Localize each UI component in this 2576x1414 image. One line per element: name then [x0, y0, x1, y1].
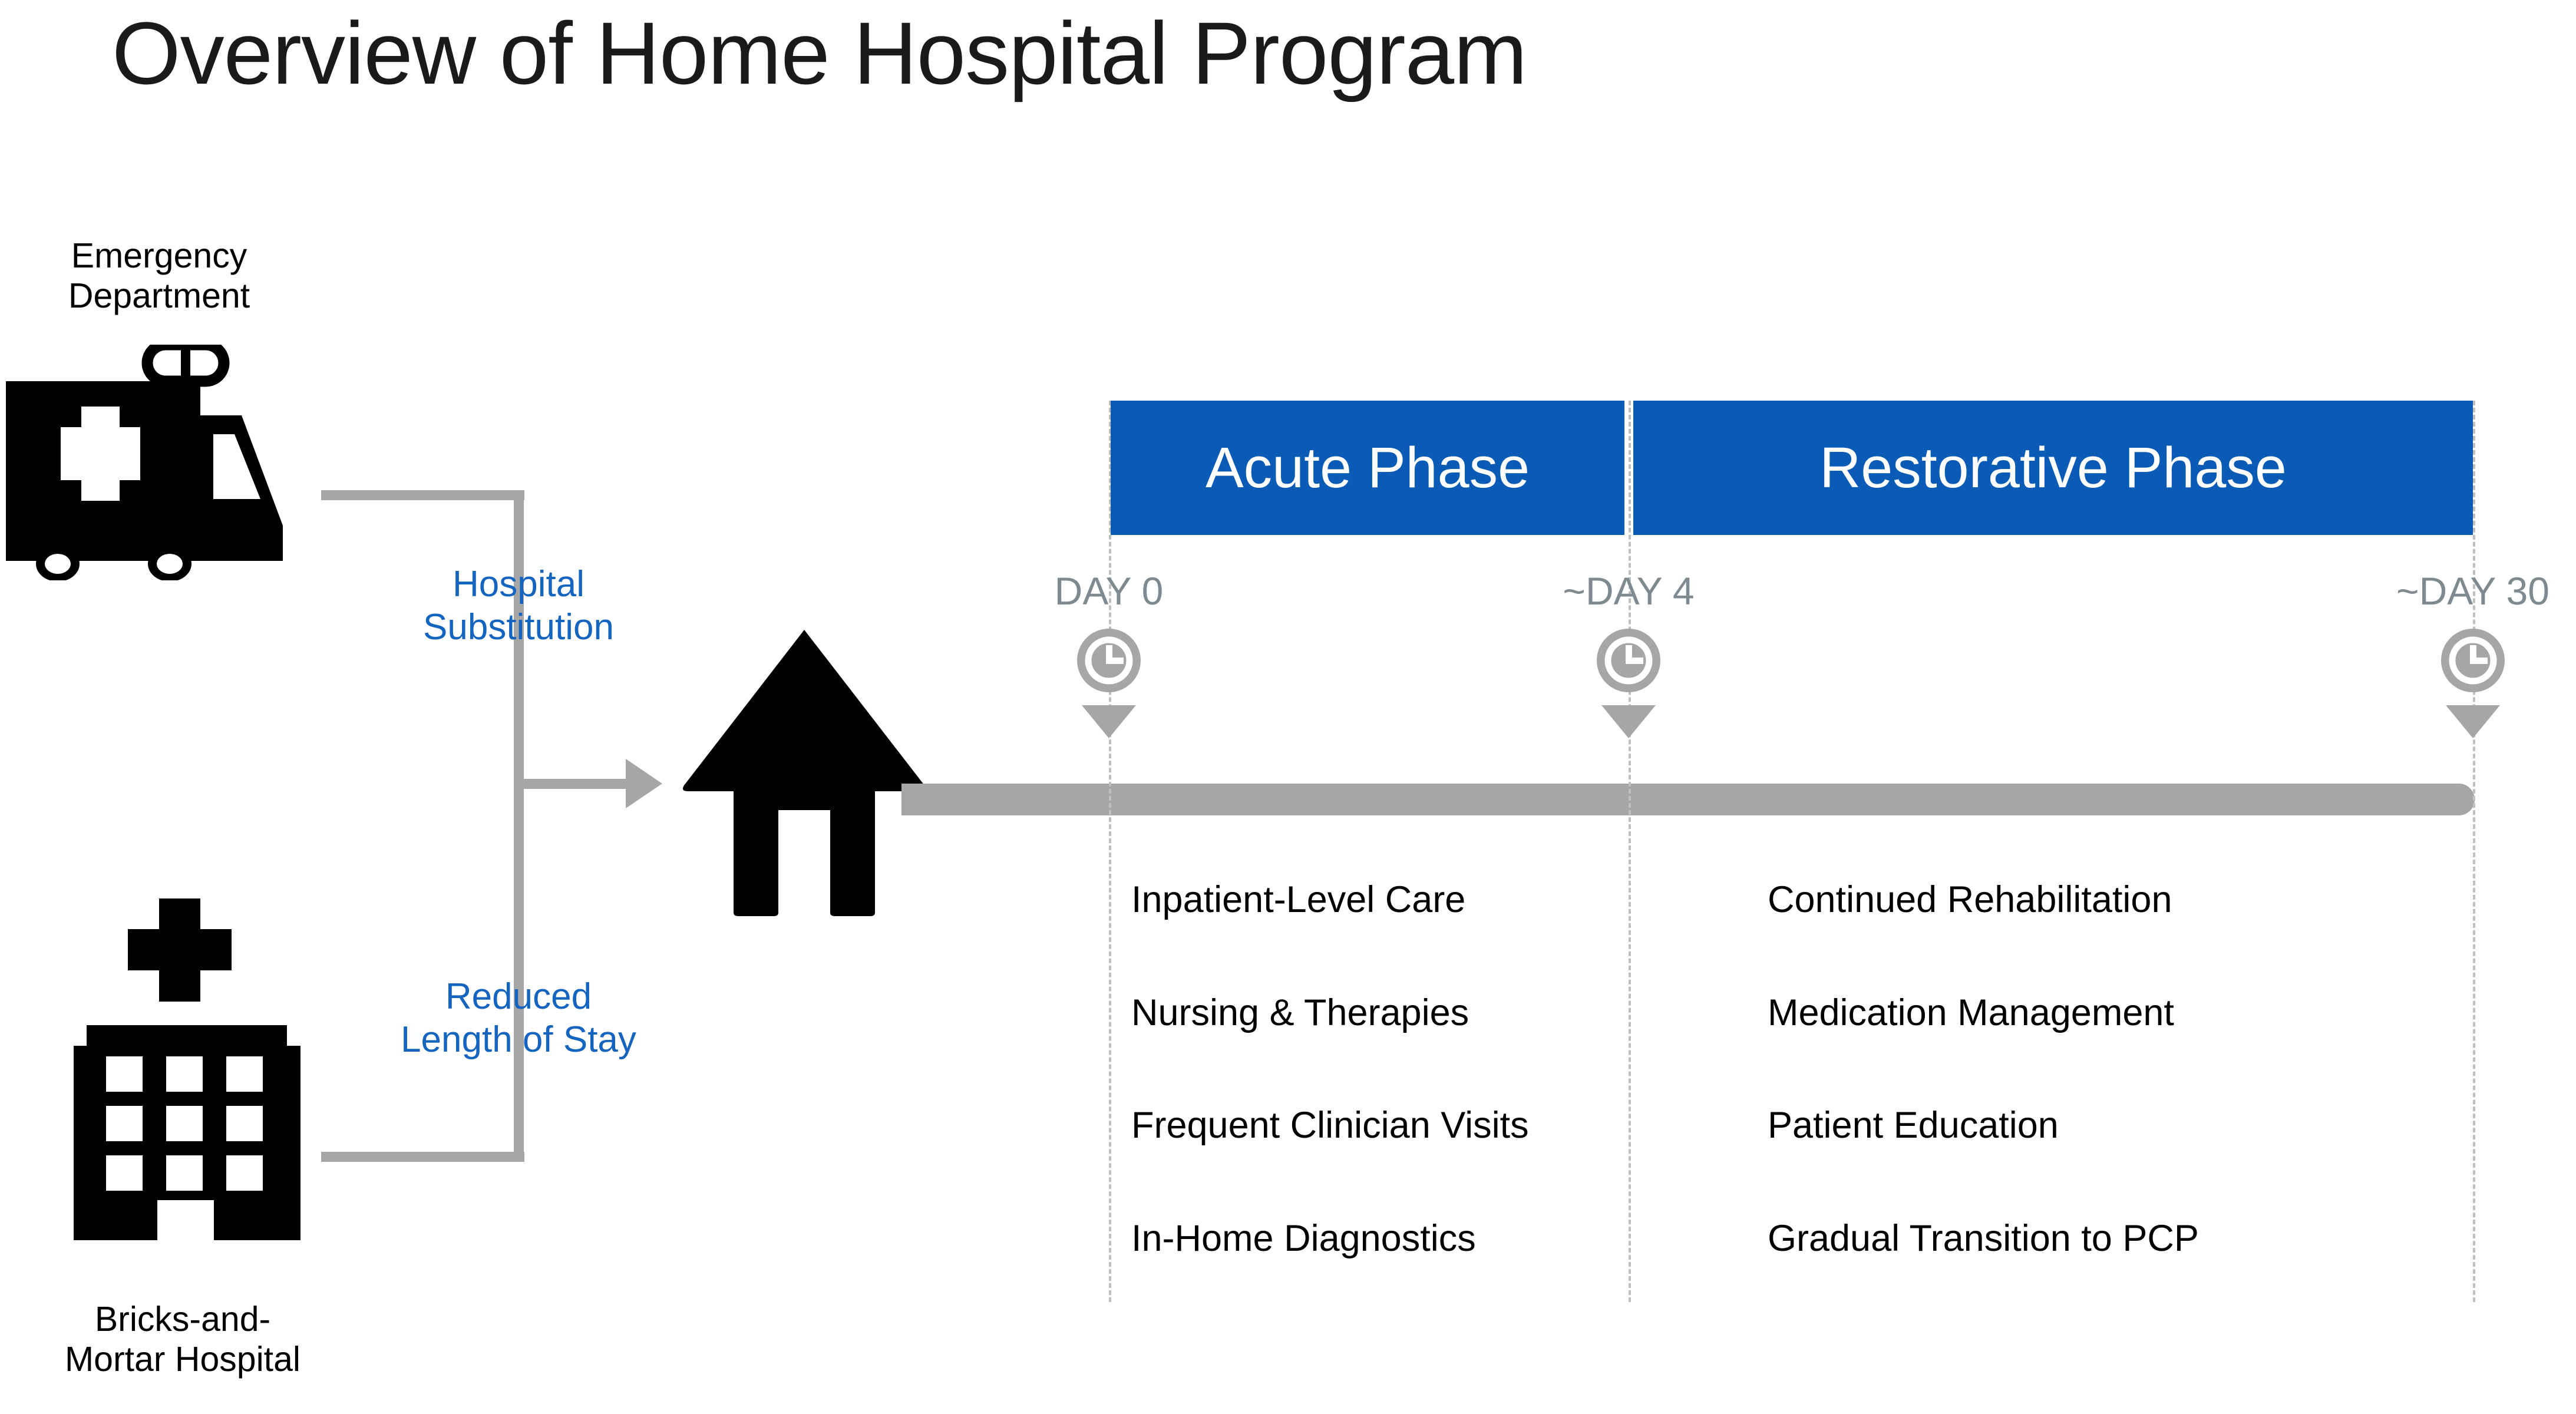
- connector-arrow-head: [626, 759, 662, 808]
- home-icon: [683, 630, 926, 916]
- milestone-pointer-day30: [2446, 705, 2500, 738]
- phase-bar-restorative[interactable]: Restorative Phase: [1633, 401, 2473, 535]
- milestone-guide-day4: [1629, 401, 1631, 1302]
- milestone-label-day0: DAY 0: [1054, 569, 1164, 613]
- reduced-length-of-stay-caption: Reduced Length of Stay: [401, 976, 636, 1060]
- phase-bar-acute[interactable]: Acute Phase: [1111, 401, 1624, 535]
- acute-phase-items: Inpatient-Level Care Nursing & Therapies…: [1131, 878, 1529, 1329]
- connector-trunk: [514, 490, 524, 1162]
- emergency-department-label: Emergency Department: [68, 236, 250, 316]
- hospital-substitution-caption: Hospital Substitution: [423, 564, 614, 648]
- ambulance-icon: [6, 345, 283, 580]
- phase-label-acute: Acute Phase: [1205, 435, 1530, 500]
- list-item: Medication Management: [1768, 992, 2174, 1033]
- list-item: In-Home Diagnostics: [1131, 1217, 1476, 1259]
- milestone-pointer-day0: [1082, 705, 1136, 738]
- list-item: Inpatient-Level Care: [1131, 879, 1466, 920]
- page-title: Overview of Home Hospital Program: [112, 4, 1527, 103]
- clock-icon: [2441, 629, 2505, 692]
- bricks-and-mortar-hospital-label: Bricks-and- Mortar Hospital: [64, 1300, 300, 1379]
- connector-line-top: [321, 490, 524, 500]
- milestone-label-day4: ~DAY 4: [1563, 569, 1695, 613]
- list-item: Gradual Transition to PCP: [1768, 1217, 2199, 1259]
- connector-arrow-stem: [514, 779, 632, 789]
- list-item: Continued Rehabilitation: [1768, 879, 2172, 920]
- milestone-pointer-day4: [1601, 705, 1656, 738]
- timeline-bar: [901, 784, 2475, 815]
- clock-icon: [1597, 629, 1660, 692]
- list-item: Patient Education: [1768, 1105, 2059, 1147]
- milestone-guide-day30: [2473, 401, 2475, 1302]
- connector-line-bottom: [321, 1152, 524, 1162]
- list-item: Frequent Clinician Visits: [1131, 1105, 1529, 1147]
- phase-label-restorative: Restorative Phase: [1819, 435, 2287, 500]
- clock-icon: [1077, 629, 1141, 692]
- restorative-phase-items: Continued Rehabilitation Medication Mana…: [1768, 878, 2199, 1329]
- milestone-label-day30: ~DAY 30: [2396, 569, 2549, 613]
- milestone-guide-day0: [1109, 401, 1111, 1302]
- hospital-building-icon: [74, 898, 300, 1241]
- list-item: Nursing & Therapies: [1131, 992, 1469, 1033]
